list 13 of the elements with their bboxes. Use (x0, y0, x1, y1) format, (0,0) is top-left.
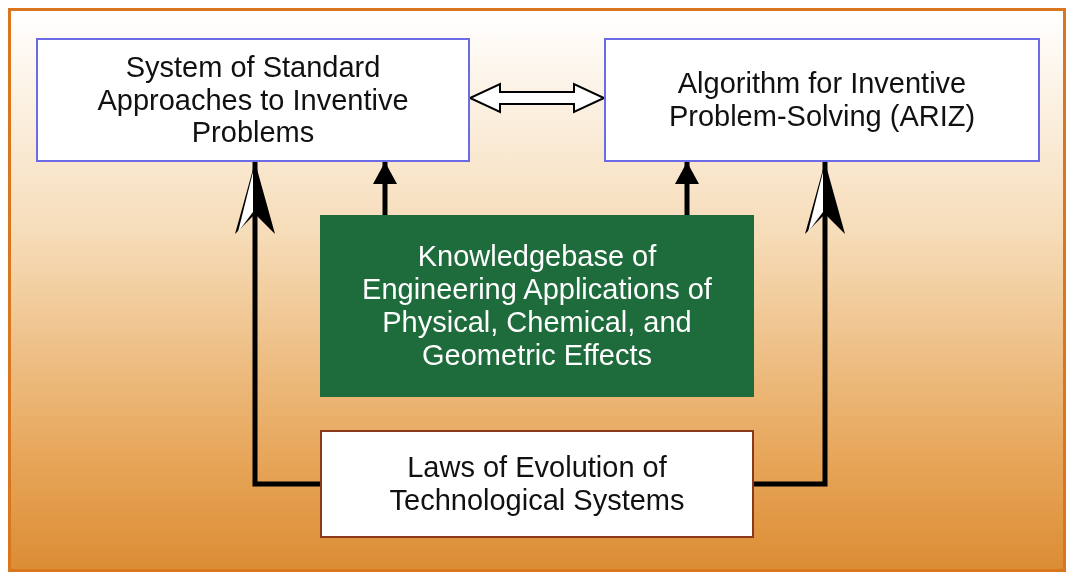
process-box (36, 38, 470, 162)
node-label: Algorithm for Inventive Problem-Solving (ARIZ) (667, 67, 977, 133)
process-box (604, 38, 1040, 162)
knowledge-box (320, 215, 754, 397)
arrow (373, 162, 397, 215)
node-label: Knowledgebase of Engineering Applications of Physical, Chemical, and Geometric Effects (361, 240, 713, 372)
double-arrow (467, 82, 607, 114)
arrow (754, 162, 845, 487)
arrow (675, 162, 699, 215)
node-label: System of Standard Approaches to Inventive Problems (96, 50, 410, 150)
node-label: Laws of Evolution of Technological Systems (388, 451, 686, 517)
process-box (320, 430, 754, 538)
arrow (235, 162, 320, 487)
